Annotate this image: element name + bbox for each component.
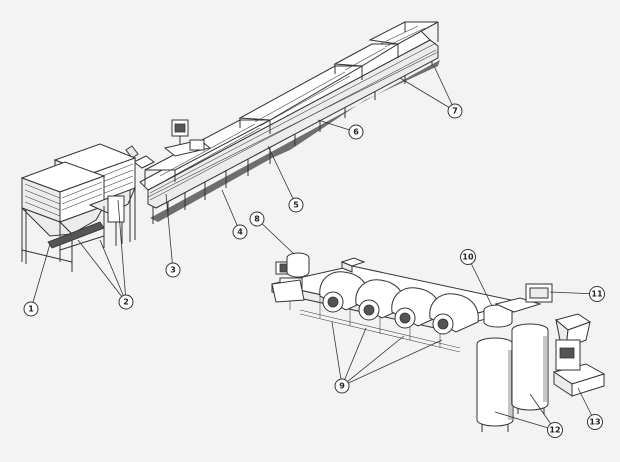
callout-7-label: 7 <box>452 107 458 116</box>
storage-tanks <box>476 323 549 432</box>
callout-12: 12 <box>547 422 563 438</box>
drum-washer-line <box>271 252 606 432</box>
callout-9-label: 9 <box>339 382 345 391</box>
callout-7: 7 <box>447 103 463 119</box>
callout-6: 6 <box>348 124 364 140</box>
callout-3-label: 3 <box>170 266 176 275</box>
drum-4 <box>429 293 479 335</box>
callout-4-label: 4 <box>237 228 243 237</box>
feed-hoppers <box>20 143 137 272</box>
callout-10: 10 <box>460 249 476 265</box>
callout-6-label: 6 <box>353 128 359 137</box>
callout-13-label: 13 <box>589 418 600 427</box>
callout-5-label: 5 <box>293 201 299 210</box>
callout-8-label: 8 <box>254 215 260 224</box>
callout-13: 13 <box>587 414 603 430</box>
callout-3: 3 <box>165 262 181 278</box>
callout-4: 4 <box>232 224 248 240</box>
callout-9: 9 <box>334 378 350 394</box>
callout-2-label: 2 <box>123 298 129 307</box>
callout-5: 5 <box>288 197 304 213</box>
callout-12-label: 12 <box>549 426 560 435</box>
washing-trough-line <box>125 21 440 224</box>
callout-8: 8 <box>249 211 265 227</box>
callout-1-label: 1 <box>28 305 34 314</box>
callout-10-label: 10 <box>462 253 474 262</box>
callout-11: 11 <box>589 286 605 302</box>
callout-2: 2 <box>118 294 134 310</box>
callout-1: 1 <box>23 301 39 317</box>
callout-11-label: 11 <box>591 290 603 299</box>
